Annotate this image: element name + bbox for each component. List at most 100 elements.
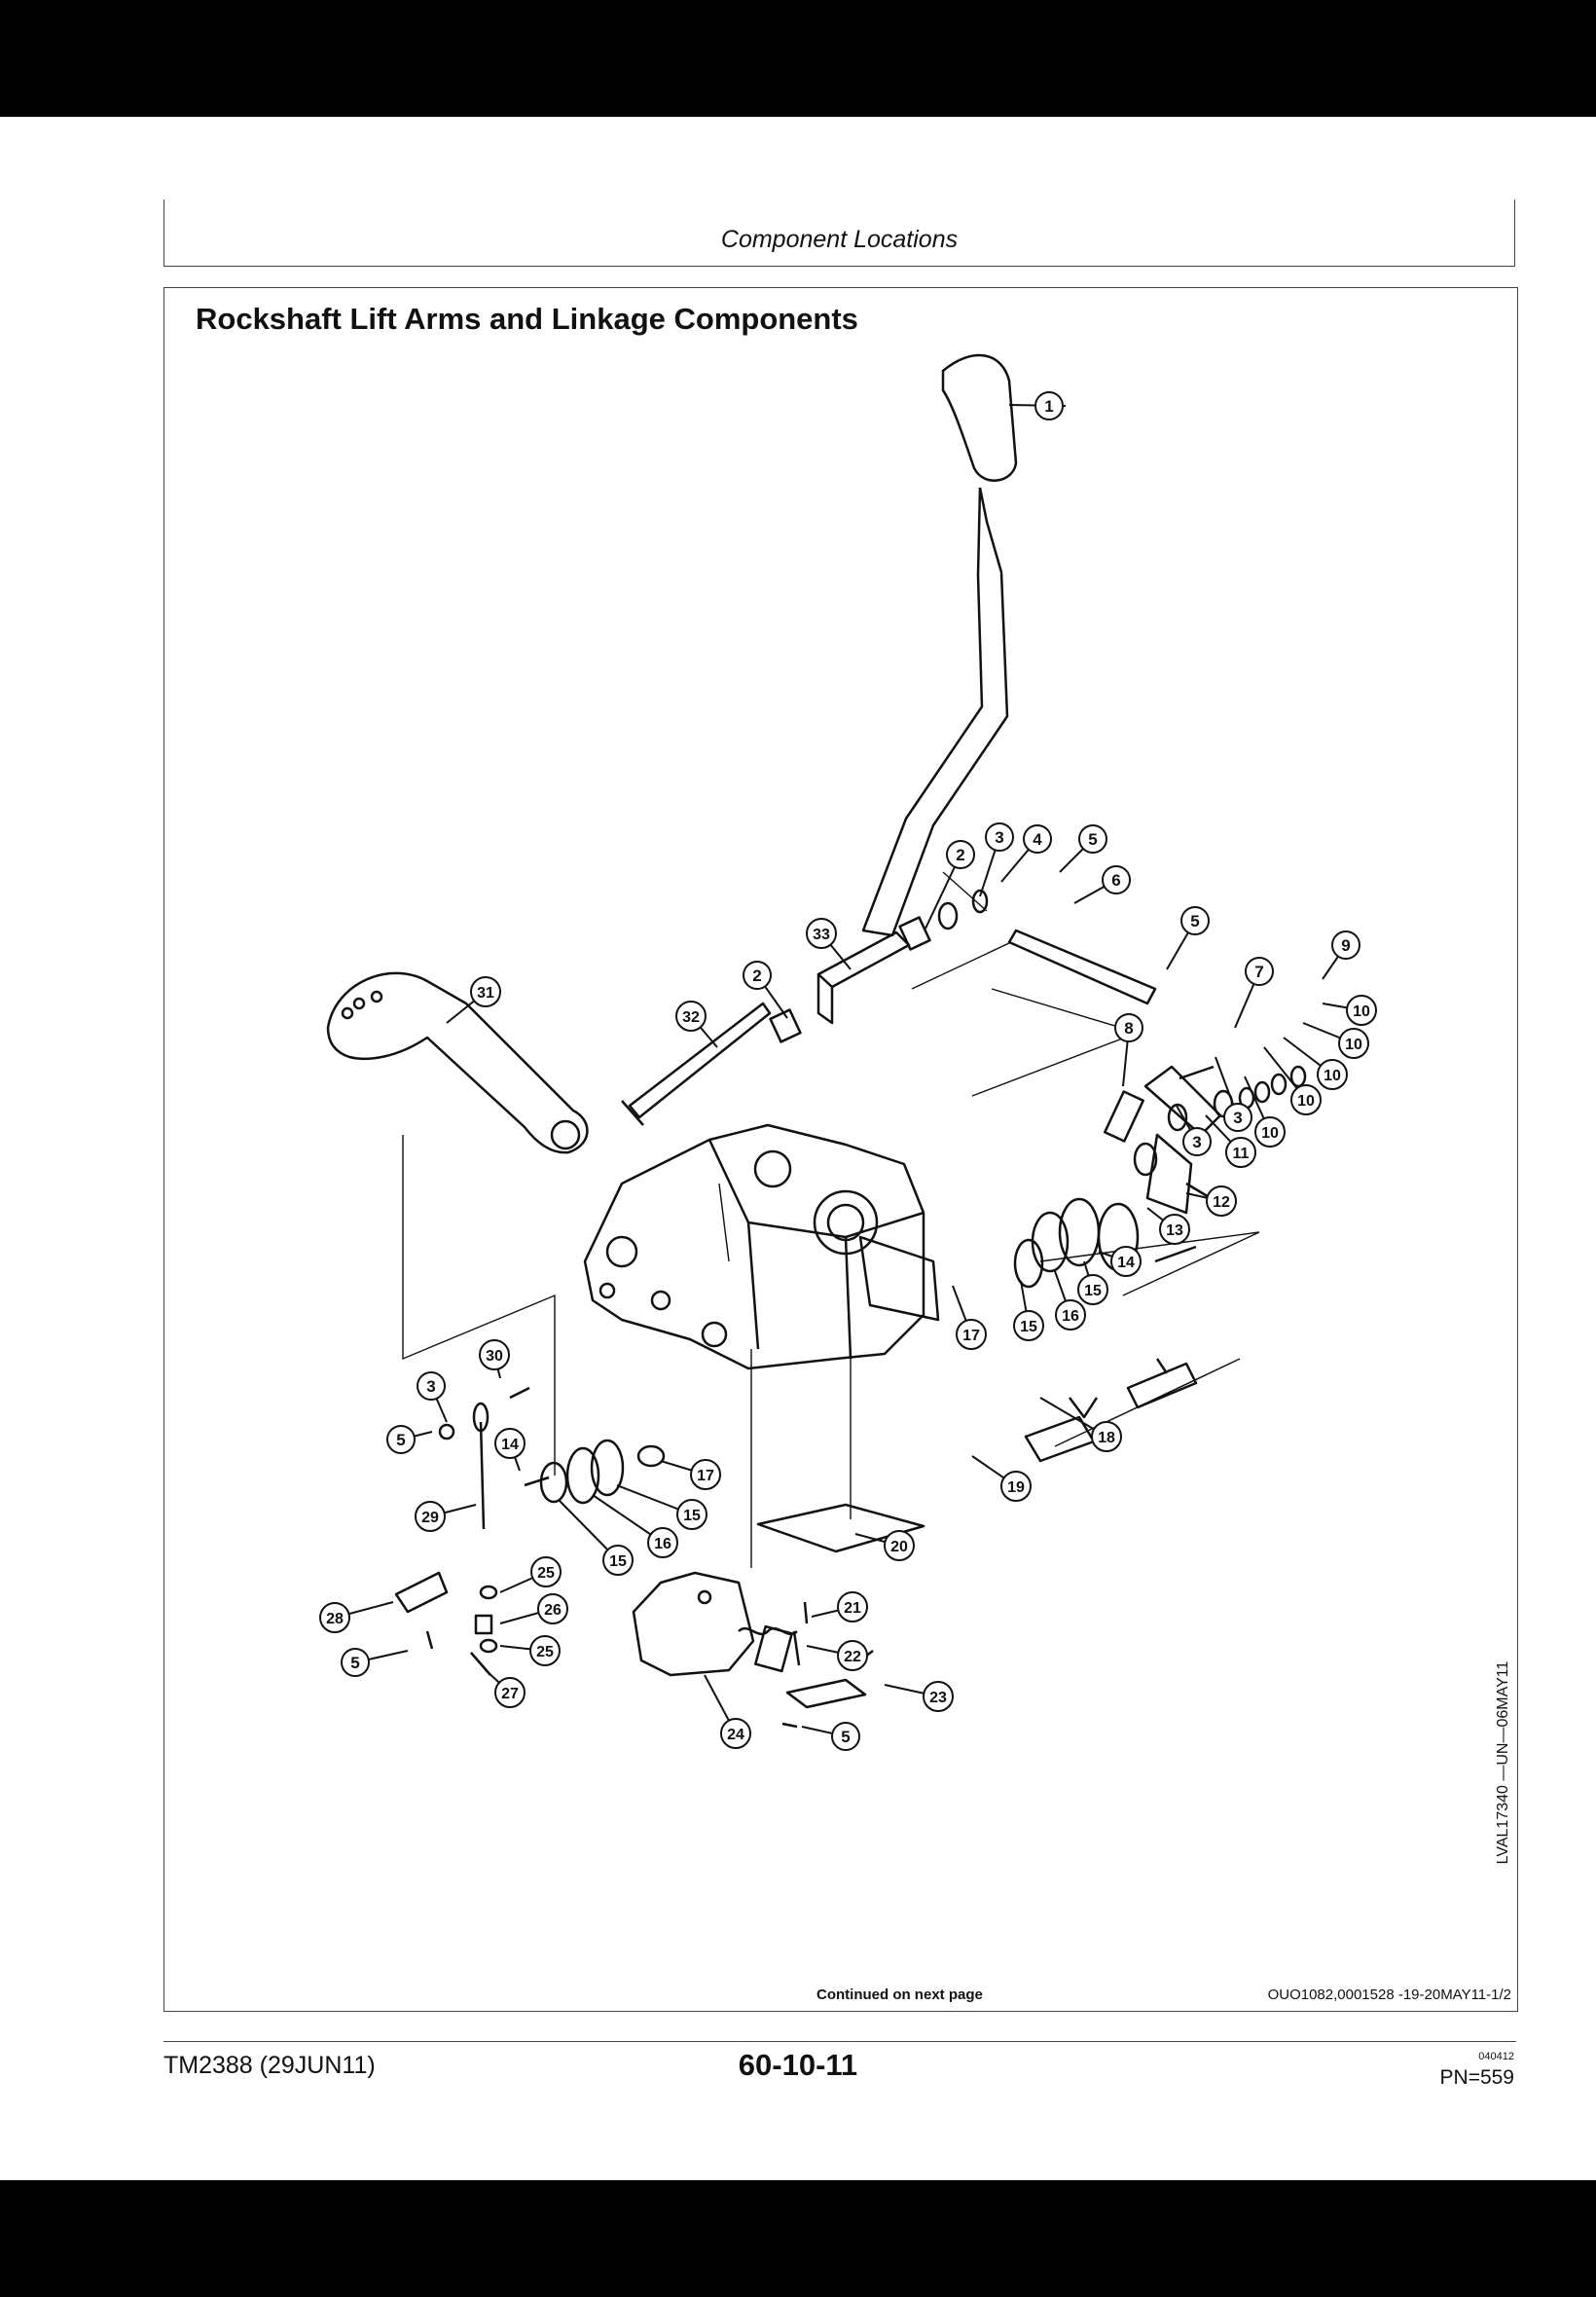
callout-12: 12	[1185, 1185, 1237, 1217]
callout-10d-label: 10	[1297, 1093, 1315, 1110]
callout-25b-label: 25	[536, 1644, 554, 1660]
date-code: 040412	[1478, 2051, 1514, 2062]
page-header: Component Locations	[163, 200, 1515, 267]
callout-2-label: 2	[956, 846, 964, 864]
callout-6: 6	[1073, 865, 1131, 904]
callout-27-label: 27	[501, 1686, 519, 1702]
callout-17a: 17	[952, 1285, 987, 1350]
figure-code: LVAL17340 —UN—06MAY11	[1495, 1660, 1511, 1865]
callout-22-label: 22	[844, 1649, 861, 1665]
callout-29: 29	[415, 1501, 477, 1532]
callout-22: 22	[806, 1640, 868, 1671]
callout-19-label: 19	[1007, 1479, 1025, 1496]
callout-20-label: 20	[890, 1539, 908, 1555]
callout-15a: 15	[1077, 1260, 1108, 1305]
callout-1-label: 1	[1044, 397, 1053, 416]
callout-10c-label: 10	[1324, 1068, 1341, 1084]
callout-5a: 5	[1059, 824, 1107, 873]
callout-32: 32	[675, 1001, 718, 1048]
callout-9: 9	[1322, 930, 1360, 980]
callout-10c: 10	[1283, 1037, 1348, 1090]
callout-17a-label: 17	[962, 1328, 980, 1344]
callout-17b-label: 17	[697, 1468, 714, 1484]
link-bar	[1007, 929, 1157, 1005]
callout-5b: 5	[1166, 906, 1210, 970]
callout-10a-label: 10	[1353, 1003, 1370, 1020]
callout-3-label: 3	[995, 828, 1003, 847]
callout-16b-label: 16	[654, 1536, 671, 1552]
callout-3d-label: 3	[426, 1377, 435, 1396]
callout-21: 21	[811, 1591, 868, 1622]
reference-code: OUO1082,0001528 -19-20MAY11-1/2	[1267, 1987, 1511, 2003]
callout-16a-label: 16	[1062, 1308, 1079, 1325]
callout-2: 2	[925, 840, 975, 930]
callout-3b: 3	[1215, 1056, 1252, 1132]
callout-5c: 5	[386, 1425, 433, 1454]
pin-32	[628, 1002, 772, 1119]
callout-4: 4	[1000, 824, 1052, 883]
callout-3: 3	[979, 822, 1014, 897]
continued-note: Continued on next page	[816, 1987, 983, 2003]
callout-12-label: 12	[1213, 1194, 1230, 1211]
page-number: 60-10-11	[738, 2048, 858, 2082]
callout-23: 23	[884, 1681, 954, 1712]
callout-7: 7	[1234, 957, 1274, 1029]
callout-18: 18	[1039, 1397, 1122, 1452]
callout-14b-label: 14	[501, 1437, 519, 1453]
callout-21-label: 21	[844, 1600, 861, 1617]
callout-16b: 16	[592, 1494, 678, 1558]
callout-10d: 10	[1263, 1046, 1322, 1115]
lever-shape	[861, 487, 1009, 937]
callout-5d-label: 5	[350, 1654, 359, 1672]
lever-28	[394, 1571, 449, 1614]
callout-3c-label: 3	[1192, 1133, 1201, 1151]
callout-20: 20	[854, 1530, 915, 1561]
footer-divider	[163, 2041, 1516, 2042]
callout-14b: 14	[494, 1428, 526, 1472]
callout-11: 11	[1205, 1114, 1256, 1168]
callout-10e: 10	[1244, 1076, 1286, 1148]
callout-33-label: 33	[813, 927, 830, 943]
callout-23-label: 23	[929, 1690, 947, 1706]
content-box: Rockshaft Lift Arms and Linkage Componen…	[163, 287, 1518, 2012]
callout-27: 27	[485, 1669, 526, 1708]
callout-32-label: 32	[682, 1009, 700, 1026]
callout-7-label: 7	[1254, 963, 1263, 981]
callout-17b: 17	[660, 1459, 721, 1490]
callout-10b: 10	[1302, 1022, 1369, 1059]
callout-8: 8	[1114, 1013, 1143, 1087]
callout-15b-label: 15	[1020, 1319, 1037, 1335]
callout-6-label: 6	[1111, 871, 1120, 890]
callout-31: 31	[446, 976, 501, 1024]
callout-15d: 15	[558, 1499, 634, 1576]
grip-shape	[941, 353, 1018, 482]
manual-id: TM2388 (29JUN11)	[163, 2052, 376, 2079]
valve-housing	[583, 1123, 925, 1370]
callout-25b: 25	[499, 1635, 561, 1666]
manual-page: Component Locations Rockshaft Lift Arms …	[0, 117, 1596, 2180]
callout-19: 19	[971, 1455, 1032, 1502]
callout-8-label: 8	[1124, 1019, 1133, 1038]
callout-3c: 3	[1176, 1105, 1212, 1156]
callout-9-label: 9	[1341, 936, 1350, 955]
rod-29	[479, 1421, 486, 1530]
callout-24: 24	[704, 1674, 751, 1749]
callout-3b-label: 3	[1233, 1109, 1242, 1127]
section-title: Rockshaft Lift Arms and Linkage Componen…	[196, 302, 858, 336]
callout-10a: 10	[1322, 995, 1377, 1026]
control-valve	[632, 1571, 755, 1677]
callout-15b: 15	[1013, 1280, 1044, 1341]
callout-2b-label: 2	[752, 966, 761, 985]
callout-28: 28	[319, 1601, 394, 1633]
callout-16a: 16	[1054, 1270, 1086, 1331]
callout-25a: 25	[499, 1556, 562, 1593]
callout-5d: 5	[341, 1648, 409, 1677]
pn-number: PN=559	[1439, 2066, 1514, 2089]
callout-13: 13	[1146, 1207, 1190, 1245]
callout-5a-label: 5	[1088, 830, 1097, 849]
callout-4-label: 4	[1033, 830, 1042, 849]
callout-28-label: 28	[326, 1611, 344, 1627]
callout-5e: 5	[801, 1722, 860, 1751]
callout-13-label: 13	[1166, 1222, 1183, 1239]
callout-25a-label: 25	[537, 1565, 555, 1582]
